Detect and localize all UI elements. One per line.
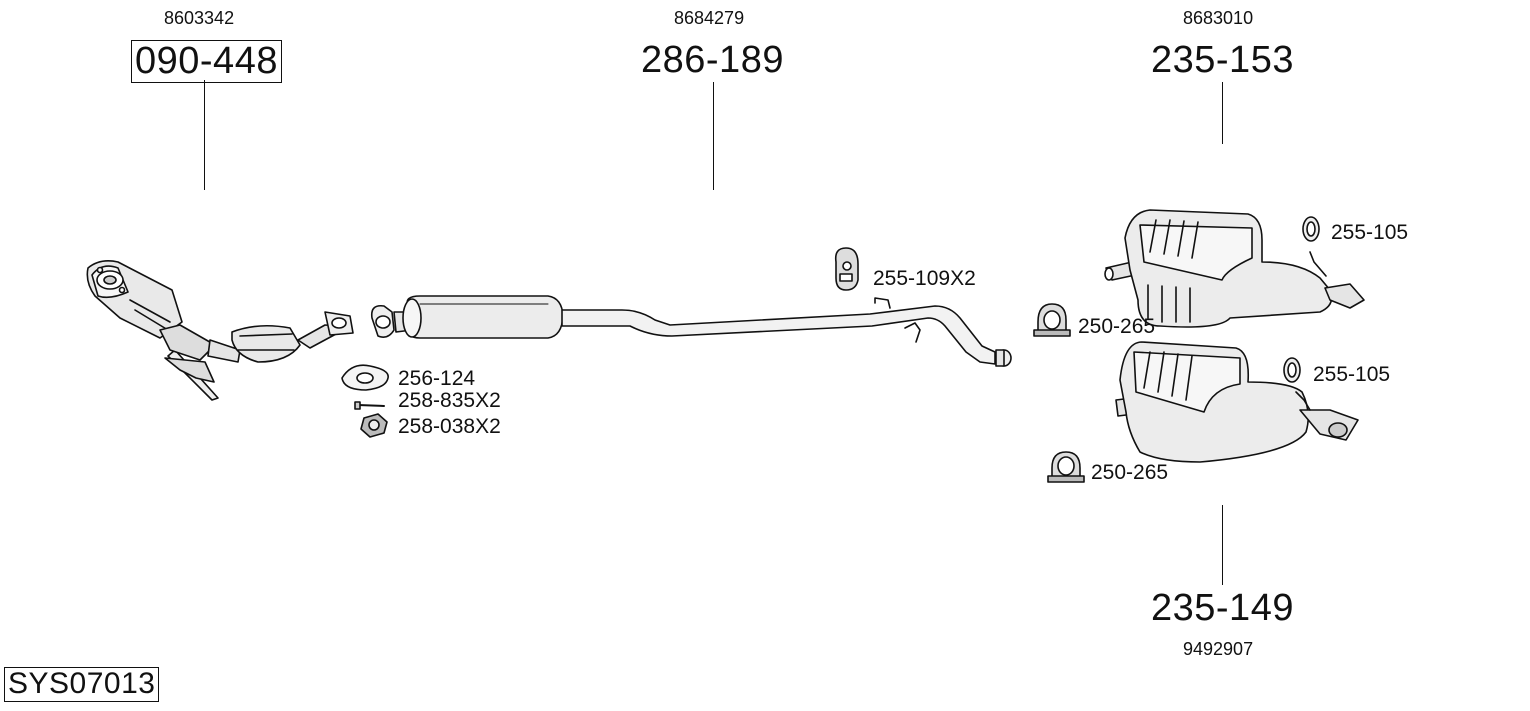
accessory-label-nut[interactable]: 258-038X2: [398, 415, 501, 438]
nut-icon: [360, 413, 388, 438]
rear-silencer-lower-part[interactable]: [1115, 341, 1359, 463]
accessory-label-hanger[interactable]: 255-109X2: [873, 267, 976, 290]
rubber-ring-upper-icon: [1302, 216, 1320, 242]
accessory-label-clamp-upper[interactable]: 250-265: [1078, 315, 1156, 338]
rubber-hanger-icon: [834, 247, 859, 291]
part-number-235-149[interactable]: 235-149: [1151, 587, 1294, 629]
leader-line-090-448: [204, 80, 205, 190]
accessory-label-ring-lower[interactable]: 255-105: [1313, 363, 1391, 386]
rear-silencer-upper-part[interactable]: [1104, 209, 1365, 328]
gasket-icon: [341, 364, 389, 391]
part-number-235-153[interactable]: 235-153: [1151, 39, 1294, 81]
accessory-label-gasket[interactable]: 256-124: [398, 367, 476, 390]
bolt-icon: [354, 401, 385, 410]
part-number-286-189[interactable]: 286-189: [641, 39, 784, 81]
accessory-label-ring-upper[interactable]: 255-105: [1331, 221, 1409, 244]
pipe-clamp-lower-icon: [1047, 451, 1085, 483]
part-number-090-448[interactable]: 090-448: [131, 40, 282, 83]
middle-silencer-part[interactable]: [370, 295, 1012, 367]
accessory-label-clamp-lower[interactable]: 250-265: [1091, 461, 1169, 484]
oem-number-label: 8603342: [164, 8, 235, 28]
oem-number-label: 9492907: [1183, 639, 1254, 659]
leader-line-286-189: [713, 82, 714, 190]
accessory-label-bolt[interactable]: 258-835X2: [398, 389, 501, 412]
leader-line-235-149: [1222, 505, 1223, 585]
catalytic-converter-part[interactable]: [86, 260, 354, 401]
oem-number-label: 8683010: [1183, 8, 1254, 28]
system-code-label: SYS07013: [4, 667, 160, 702]
oem-number-label: 8684279: [674, 8, 745, 28]
pipe-clamp-upper-icon: [1033, 303, 1071, 337]
leader-line-235-153: [1222, 82, 1223, 144]
rubber-ring-lower-icon: [1283, 357, 1301, 383]
